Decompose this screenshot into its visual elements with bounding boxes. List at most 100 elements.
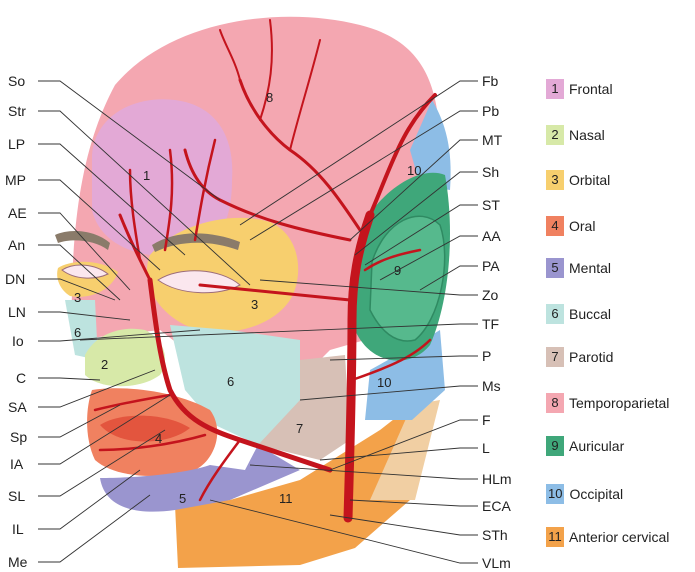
legend-label: Oral — [569, 218, 596, 234]
legend-swatch: 11 — [546, 527, 564, 547]
region-number: 3 — [251, 297, 258, 312]
label-L: L — [482, 440, 490, 456]
legend-swatch: 10 — [546, 484, 565, 504]
label-Sh: Sh — [482, 164, 499, 180]
ear-shape — [369, 215, 446, 342]
label-LP: LP — [8, 136, 25, 152]
label-Ms: Ms — [482, 378, 501, 394]
region-number: 10 — [377, 375, 391, 390]
region-number: 3 — [74, 290, 81, 305]
eyebrow-right — [152, 233, 240, 252]
label-Me: Me — [8, 554, 28, 570]
face-regions — [55, 16, 451, 568]
region-number: 1 — [143, 168, 150, 183]
region-number: 6 — [227, 374, 234, 389]
legend-item-auricular: 9 Auricular — [546, 435, 624, 457]
artery-network — [93, 19, 437, 523]
label-IL: IL — [12, 521, 24, 537]
label-So: So — [8, 73, 25, 89]
region-number: 10 — [407, 163, 421, 178]
legend-item-oral: 4 Oral — [546, 215, 595, 237]
region-anterior-cervical — [175, 405, 412, 568]
region-number: 6 — [74, 325, 81, 340]
posterior-auricular-branch — [363, 248, 422, 272]
region-nasal — [85, 328, 165, 387]
legend-label: Temporoparietal — [569, 395, 670, 411]
angular-artery — [118, 213, 152, 282]
labial-artery-lower — [98, 433, 207, 452]
label-PA: PA — [482, 258, 500, 274]
region-occipital-lower — [365, 330, 445, 420]
legend-label: Anterior cervical — [569, 529, 670, 545]
legend-swatch: 9 — [546, 436, 564, 456]
legend-swatch: 4 — [546, 216, 564, 236]
legend-swatch: 5 — [546, 258, 564, 278]
legend-label: Mental — [569, 260, 612, 276]
legend-swatch: 1 — [546, 79, 564, 99]
legend-item-frontal: 1 Frontal — [546, 78, 613, 100]
legend-item-parotid: 7 Parotid — [546, 346, 613, 368]
region-number: 2 — [101, 357, 108, 372]
legend-swatch: 8 — [546, 393, 564, 413]
label-Pb: Pb — [482, 103, 499, 119]
submental-branch — [198, 438, 242, 502]
label-An: An — [8, 237, 25, 253]
labial-artery-upper — [93, 393, 172, 412]
region-number: 5 — [179, 491, 186, 506]
legend-swatch: 2 — [546, 125, 564, 145]
legend-label: Occipital — [569, 486, 624, 502]
label-Zo: Zo — [482, 287, 499, 303]
label-F: F — [482, 412, 491, 428]
lips — [100, 415, 190, 442]
label-AA: AA — [482, 228, 501, 244]
label-P: P — [482, 348, 491, 364]
region-number: 7 — [296, 421, 303, 436]
label-Str: Str — [8, 103, 26, 119]
legend-swatch: 3 — [546, 170, 564, 190]
label-ECA: ECA — [482, 498, 511, 514]
label-HLm: HLm — [482, 471, 512, 487]
label-SA: SA — [8, 399, 27, 415]
label-MT: MT — [482, 132, 503, 148]
eye-left — [61, 264, 109, 279]
region-number: 8 — [266, 90, 273, 105]
legend-item-anterior-cervical: 11 Anterior cervical — [546, 526, 669, 548]
occipital-branch — [350, 338, 432, 382]
legend-item-occipital: 10 Occipital — [546, 483, 623, 505]
legend-label: Auricular — [569, 438, 625, 454]
label-Io: Io — [12, 333, 24, 349]
leader-lines — [38, 80, 478, 564]
legend-label: Nasal — [569, 127, 605, 143]
temporal-branch-frontal — [183, 148, 352, 242]
left-labels: So Str LP MP AE An DN LN Io C SA Sp IA S… — [5, 73, 28, 570]
region-number: 11 — [279, 491, 293, 506]
facial-artery — [147, 277, 333, 473]
label-Fb: Fb — [482, 73, 499, 89]
label-ST: ST — [482, 197, 500, 213]
legend-item-mental: 5 Mental — [546, 257, 611, 279]
label-VLm: VLm — [482, 555, 511, 571]
legend-label: Buccal — [569, 306, 612, 322]
legend-item-temporoparietal: 8 Temporoparietal — [546, 392, 669, 414]
right-labels: Fb Pb MT Sh ST AA PA Zo TF P Ms F L HLm … — [482, 73, 512, 571]
label-IA: IA — [10, 456, 24, 472]
legend-item-orbital: 3 Orbital — [546, 169, 610, 191]
transverse-facial-artery — [198, 283, 352, 302]
region-parotid — [258, 355, 350, 460]
region-frontal — [92, 99, 233, 256]
region-numbers: 1 2 3 3 4 5 6 6 7 8 9 10 10 11 — [74, 90, 421, 506]
label-Sp: Sp — [10, 429, 27, 445]
region-neck-back — [370, 400, 440, 500]
legend-swatch: 6 — [546, 304, 564, 324]
legend-label: Parotid — [569, 349, 614, 365]
label-MP: MP — [5, 172, 26, 188]
scalp-branches — [219, 19, 321, 151]
superficial-temporal-artery — [368, 93, 437, 217]
label-STh: STh — [482, 527, 508, 543]
legend-label: Orbital — [569, 172, 611, 188]
label-LN: LN — [8, 304, 26, 320]
label-TF: TF — [482, 316, 499, 332]
region-buccal-right — [170, 325, 300, 445]
label-AE: AE — [8, 205, 27, 221]
